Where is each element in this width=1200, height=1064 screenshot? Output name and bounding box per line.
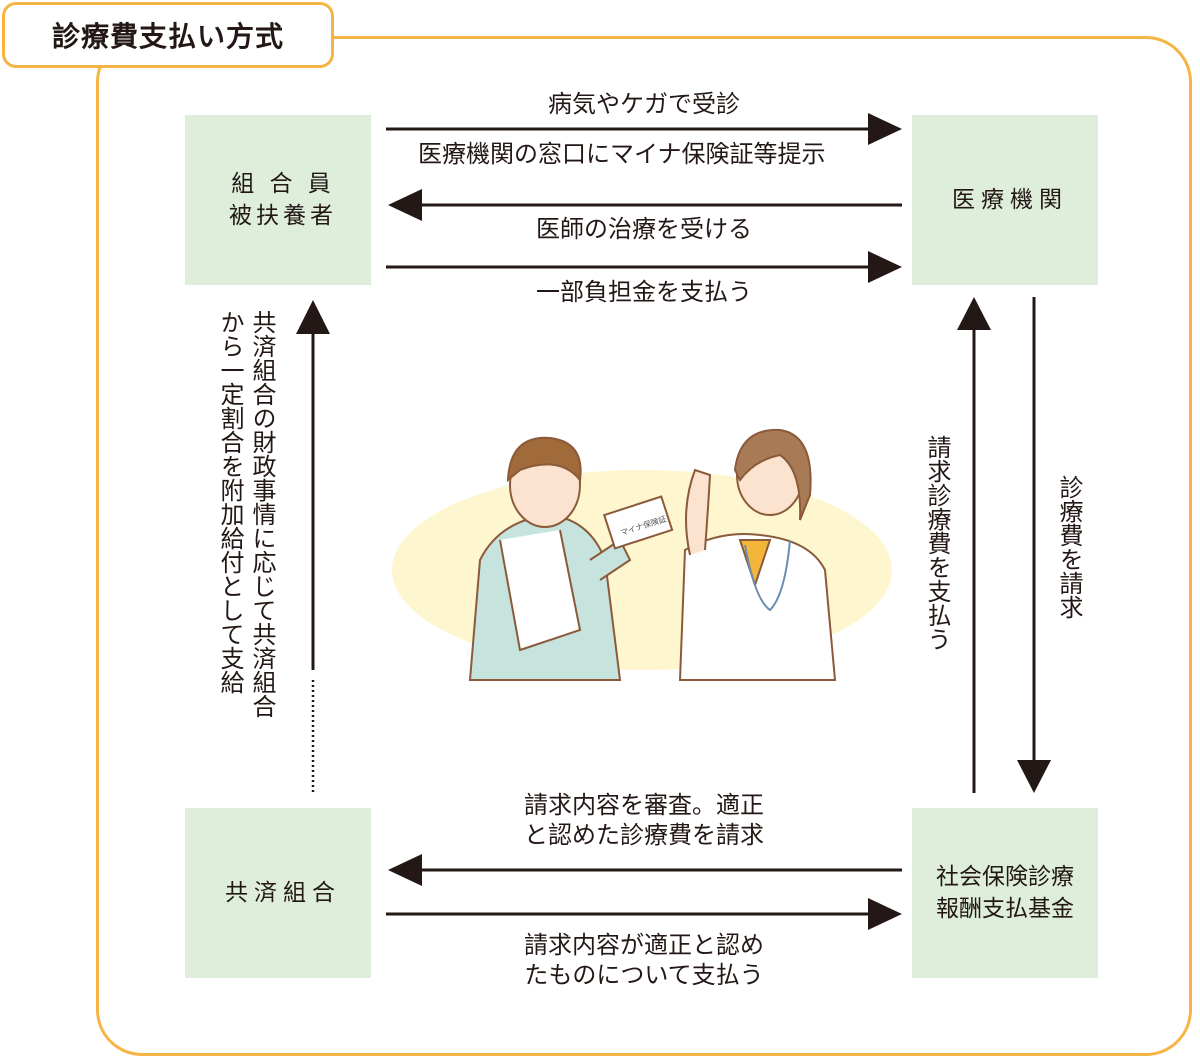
diagram-title: 診療費支払い方式 — [2, 2, 334, 68]
arrow-hospital-to-member-treatment — [388, 189, 902, 221]
node-fund: 社会保険診療 報酬支払基金 — [912, 808, 1098, 978]
arrow-mutual-aid-to-fund — [386, 898, 902, 930]
flow-label-claim-fee: 診療費を請求 — [1055, 475, 1083, 619]
flow-label-review-claim: 請求内容を審査。適正 と認めた診療費を請求 — [386, 790, 902, 850]
review-claim-line1: 請求内容を審査。適正 — [524, 791, 764, 819]
flow-label-present-card: 医療機関の窓口にマイナ保険証等提示 — [418, 140, 826, 168]
hospital-label: 医療機関 — [952, 187, 1068, 213]
patient-figure — [468, 436, 632, 681]
pay-approved-line1: 請求内容が適正と認め — [524, 931, 764, 959]
flow-label-pay-claim: 請求診療費を支払う — [923, 435, 951, 651]
node-hospital: 医療機関 — [912, 115, 1098, 285]
node-mutual-aid: 共済組合 — [185, 808, 371, 978]
fund-label-line2: 報酬支払基金 — [936, 896, 1074, 922]
flow-label-visit: 病気やケガで受診 — [548, 90, 740, 118]
arrow-fund-to-hospital — [957, 297, 991, 793]
arrow-member-to-hospital-payment — [386, 251, 902, 283]
arrow-hospital-to-fund — [1017, 297, 1051, 793]
fund-label-line1: 社会保険診療 — [936, 864, 1074, 890]
arrow-mutual-aid-to-member — [296, 300, 330, 795]
illustration: マイナ保険証 — [468, 428, 837, 681]
member-label-line2: 被扶養者 — [229, 203, 337, 229]
flow-label-additional-benefit-col2: から一定割合を附加給付として支給 — [216, 310, 244, 694]
member-label-line1: 組 合 員 — [231, 171, 335, 197]
diagram-frame — [96, 36, 1192, 1056]
flow-label-pay-approved: 請求内容が適正と認め たものについて支払う — [386, 930, 902, 990]
arrow-fund-to-mutual-aid — [388, 854, 902, 886]
arrow-member-to-hospital-visit — [386, 113, 902, 145]
doctor-figure — [678, 428, 837, 681]
mutual-aid-label: 共済組合 — [225, 880, 341, 906]
flow-label-copay: 一部負担金を支払う — [536, 278, 752, 306]
pay-approved-line2: たものについて支払う — [524, 961, 764, 989]
review-claim-line2: と認めた診療費を請求 — [524, 821, 764, 849]
node-member: 組 合 員 被扶養者 — [185, 115, 371, 285]
flow-label-additional-benefit-col1: 共済組合の財政事情に応じて共済組合 — [248, 310, 276, 718]
flow-label-treatment: 医師の治療を受ける — [536, 215, 752, 243]
insurance-card-icon: マイナ保険証 — [602, 495, 674, 550]
